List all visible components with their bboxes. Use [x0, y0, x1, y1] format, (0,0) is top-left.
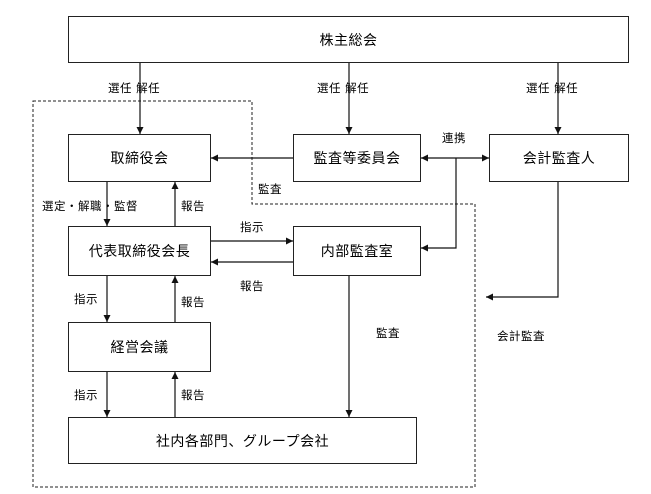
- audit-scope-dashed-border: [32, 100, 476, 488]
- arrow-auditor-accounting-audit: [486, 182, 559, 301]
- accounting-audit-label: 会計監査: [497, 329, 545, 343]
- report-label-departments: 報告: [181, 388, 205, 402]
- management-meeting-box: 経営会議: [68, 322, 211, 372]
- audit-committee-label: 監査等委員会: [313, 151, 401, 167]
- cooperation-label: 連携: [442, 131, 466, 145]
- elect-dismiss-label-board: 選任 解任: [108, 81, 161, 95]
- internal-audit-box: 内部監査室: [293, 226, 421, 276]
- report-label-board: 報告: [181, 199, 205, 213]
- elect-dismiss-label-auditor: 選任 解任: [526, 81, 579, 95]
- board-of-directors-label: 取締役会: [110, 151, 169, 167]
- shareholders-meeting-label: 株主総会: [319, 32, 378, 49]
- internal-audit-label: 内部監査室: [320, 244, 394, 260]
- select-dismiss-supervise-label: 選定・解職・監督: [42, 199, 138, 213]
- report-label-management: 報告: [181, 295, 205, 309]
- elect-dismiss-label-audit-committee: 選任 解任: [317, 81, 370, 95]
- board-of-directors-box: 取締役会: [68, 134, 211, 182]
- audit-label-departments: 監査: [376, 326, 400, 340]
- audit-label-board: 監査: [258, 182, 282, 196]
- departments-box: 社内各部門、グループ会社: [68, 417, 417, 464]
- accounting-auditor-box: 会計監査人: [489, 134, 629, 182]
- departments-label: 社内各部門、グループ会社: [155, 433, 330, 450]
- instruct-label-departments: 指示: [74, 388, 98, 402]
- instruct-label-internal-audit: 指示: [240, 220, 264, 234]
- management-meeting-label: 経営会議: [110, 340, 169, 356]
- shareholders-meeting-box: 株主総会: [68, 16, 629, 63]
- arrow-cooperation-to-internal-audit: [421, 158, 457, 252]
- audit-committee-box: 監査等委員会: [293, 134, 421, 182]
- president-label: 代表取締役会長: [88, 244, 191, 260]
- president-box: 代表取締役会長: [68, 226, 211, 276]
- report-label-president: 報告: [240, 279, 264, 293]
- instruct-label-management: 指示: [74, 292, 98, 306]
- accounting-auditor-label: 会計監査人: [522, 151, 596, 167]
